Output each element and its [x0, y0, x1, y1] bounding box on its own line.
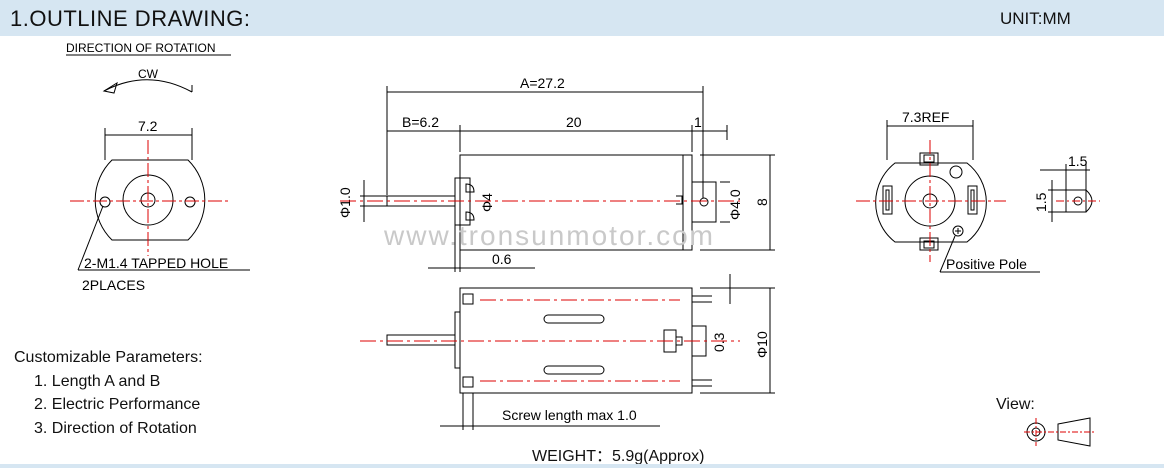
- customizable-parameters: Customizable Parameters: 1. Length A and…: [14, 346, 203, 440]
- bottom-view: 0.3 Φ10 Screw length max 1.0: [360, 274, 775, 430]
- param-item: 1. Length A and B: [34, 372, 161, 390]
- view-label: View:: [996, 396, 1035, 413]
- rear-cap-outline: [875, 162, 987, 243]
- header-bar: 1.OUTLINE DRAWING: UNIT:MM: [0, 0, 1164, 36]
- positive-pole-label: Positive Pole: [946, 256, 1027, 272]
- end-cap-outline: [94, 159, 206, 241]
- projection-symbol-icon: [1024, 417, 1096, 447]
- left-end-view: DIRECTION OF ROTATION CW 7.2 2-M1.4 TAPP…: [66, 41, 250, 293]
- rotation-title: DIRECTION OF ROTATION: [66, 41, 216, 55]
- watermark: www.tronsunmotor.com: [383, 220, 715, 251]
- screw-note: Screw length max 1.0: [502, 407, 637, 423]
- dim-terminal: 0.3: [711, 332, 727, 352]
- main-side-view: A=27.2 B=6.2 20 1 Φ1.0 Φ4 Φ4.0 8: [337, 75, 775, 272]
- unit-label: UNIT:MM: [1000, 9, 1071, 28]
- tapped-hole-places: 2PLACES: [82, 277, 145, 293]
- dim-a-label: A=27.2: [520, 75, 565, 91]
- ref-dim: 7.3REF: [902, 109, 949, 125]
- dim-shaft-dia: Φ1.0: [337, 187, 353, 218]
- dim-body-label: 20: [566, 114, 582, 130]
- param-item: 2. Electric Performance: [34, 396, 201, 413]
- param-item: 3. Direction of Rotation: [34, 419, 197, 437]
- dim-b-label: B=6.2: [402, 114, 439, 130]
- dim-end-dia: Φ4.0: [727, 189, 743, 220]
- dim-flange: 0.6: [492, 251, 512, 267]
- rotation-direction: CW: [138, 67, 159, 81]
- left-width-dim: 7.2: [138, 118, 158, 134]
- tapped-hole-label: 2-M1.4 TAPPED HOLE: [84, 255, 228, 271]
- weight-label: WEIGHT：5.9g(Approx): [532, 448, 705, 465]
- dim-height: 8: [754, 198, 770, 206]
- footer-bar: [0, 464, 1164, 468]
- rotation-arrow-icon: [102, 81, 118, 94]
- detail-dim-h: 1.5: [1033, 192, 1049, 212]
- dim-boss-dia: Φ4: [479, 193, 495, 212]
- detail-dim-w: 1.5: [1068, 153, 1088, 169]
- dim-tail-label: 1: [694, 114, 702, 130]
- terminal-detail-view: 1.5 1.5: [1033, 153, 1100, 222]
- params-title: Customizable Parameters:: [14, 349, 203, 366]
- dim-body-dia: Φ10: [754, 331, 770, 358]
- drawing-title: 1.OUTLINE DRAWING:: [10, 6, 251, 31]
- right-end-view: 7.3REF Positive Pole: [856, 109, 1040, 273]
- positive-pole-marker: [952, 225, 964, 237]
